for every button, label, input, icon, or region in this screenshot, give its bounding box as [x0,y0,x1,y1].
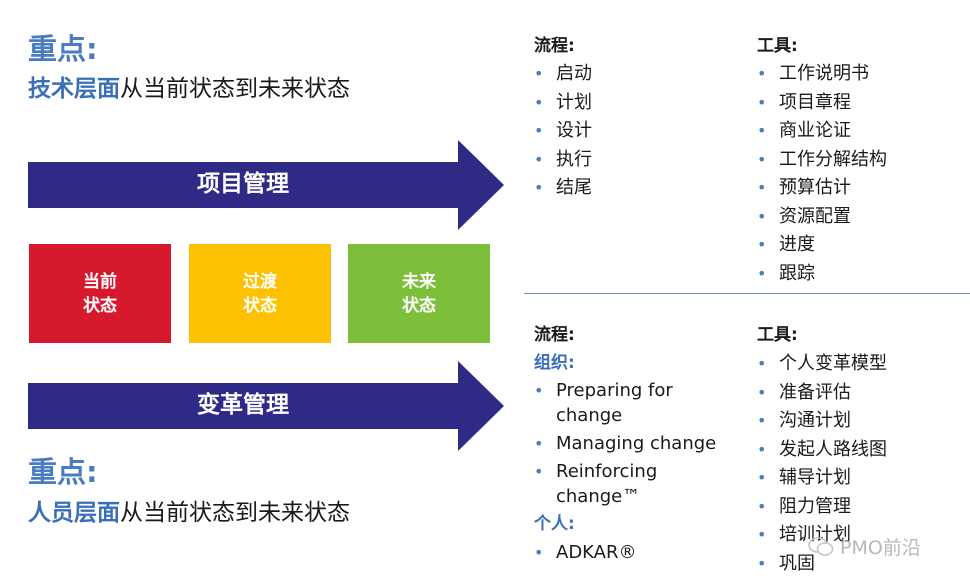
future-state-box: 未来状态 [348,244,490,343]
current-state-line2: 状态 [83,295,117,316]
list-item: 设计 [534,117,592,146]
list-item: 结尾 [534,174,592,203]
list-item: 项目章程 [757,89,887,118]
bottom-focus-highlight: 人员层面 [28,500,120,526]
list-item: 工作说明书 [757,60,887,89]
transition-state-line1: 过渡 [243,271,277,292]
list-item: 商业论证 [757,117,887,146]
list-item-line: Preparing for [556,380,673,401]
change-management-label: 变革管理 [197,392,289,418]
list-item: 计划 [534,89,592,118]
list-item: 预算估计 [757,174,887,203]
pm-process-list: 启动 计划 设计 执行 结尾 [534,60,592,203]
list-item: 发起人路线图 [757,436,887,465]
cm-org-heading: 组织: [534,353,575,373]
pm-process-heading: 流程: [534,36,575,56]
wechat-chat-bubble-icon [808,536,834,556]
cm-tools-heading: 工具: [757,325,798,345]
list-item: 准备评估 [757,379,887,408]
watermark-text: PMO前沿 [840,537,921,559]
list-item-line: Managing change [556,433,717,454]
cm-process-heading: 流程: [534,325,575,345]
top-focus-line: 技术层面从当前状态到未来状态 [28,78,350,101]
project-management-label: 项目管理 [197,171,289,197]
list-item: 跟踪 [757,260,887,289]
list-item: 执行 [534,146,592,175]
list-item: ADKAR® [534,540,636,565]
arrow-shape [28,140,504,230]
list-item-line: change™ [556,486,641,507]
list-item: Preparing for change [534,378,754,428]
project-management-arrow: 项目管理 [28,140,504,230]
current-state-line1: 当前 [83,271,117,292]
current-state-box: 当前状态 [29,244,171,343]
cm-person-heading: 个人: [534,514,575,534]
cm-tools-list: 个人变革模型 准备评估 沟通计划 发起人路线图 辅导计划 阻力管理 培训计划 巩… [757,350,887,578]
bottom-focus-rest: 从当前状态到未来状态 [120,500,350,526]
list-item: 培训计划 [757,521,887,550]
top-focus-highlight: 技术层面 [28,76,120,102]
list-item-line: Reinforcing [556,461,658,482]
list-item-line: change [556,405,623,426]
future-state-line1: 未来 [402,271,436,292]
arrow-shape [28,361,504,451]
future-state-line2: 状态 [402,295,436,316]
pm-tools-heading: 工具: [757,36,798,56]
list-item: 阻力管理 [757,493,887,522]
bottom-focus-line: 人员层面从当前状态到未来状态 [28,502,350,525]
transition-state-line2: 状态 [243,295,277,316]
list-item: 巩固 [757,550,887,579]
list-item: Managing change [534,431,754,456]
change-management-arrow: 变革管理 [28,361,504,451]
list-item: 启动 [534,60,592,89]
list-item: 进度 [757,231,887,260]
transition-state-box: 过渡状态 [189,244,331,343]
list-item: 辅导计划 [757,464,887,493]
list-item: 个人变革模型 [757,350,887,379]
list-item: 工作分解结构 [757,146,887,175]
list-item: 沟通计划 [757,407,887,436]
list-item: Reinforcing change™ [534,459,754,509]
cm-person-list: ADKAR® [534,540,636,568]
section-divider [524,293,970,294]
bottom-focus-title: 重点: [28,455,98,489]
top-focus-title: 重点: [28,32,98,66]
cm-org-list: Preparing for change Managing change Rein… [534,378,754,512]
top-focus-rest: 从当前状态到未来状态 [120,76,350,102]
watermark: PMO前沿 [808,533,921,560]
pm-tools-list: 工作说明书 项目章程 商业论证 工作分解结构 预算估计 资源配置 进度 跟踪 [757,60,887,288]
list-item: 资源配置 [757,203,887,232]
